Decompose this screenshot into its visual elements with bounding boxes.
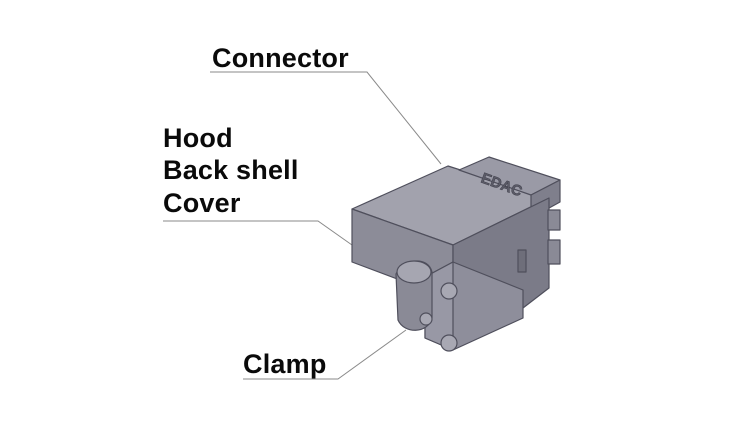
clamp-label: Clamp xyxy=(243,349,327,379)
side-window xyxy=(517,249,527,273)
screw-clamp xyxy=(419,312,433,326)
back-shell-label: Back shell xyxy=(163,155,299,185)
leader-line-hood-back-shell-cover xyxy=(163,220,353,246)
cover-label: Cover xyxy=(163,188,241,218)
leader-line-clamp xyxy=(243,329,407,380)
rear-tab-upper xyxy=(547,209,561,231)
hood-label: Hood xyxy=(163,123,233,153)
clamp xyxy=(395,260,433,331)
screw-top xyxy=(440,282,458,300)
connector-body xyxy=(351,156,561,351)
connector-label: Connector xyxy=(212,43,349,73)
leader-lines xyxy=(163,71,442,380)
clamp-ring xyxy=(396,260,432,284)
leader-line-connector xyxy=(210,71,442,165)
screw-bottom xyxy=(440,334,458,352)
screws xyxy=(419,282,458,352)
rear-tab-lower xyxy=(547,239,561,265)
